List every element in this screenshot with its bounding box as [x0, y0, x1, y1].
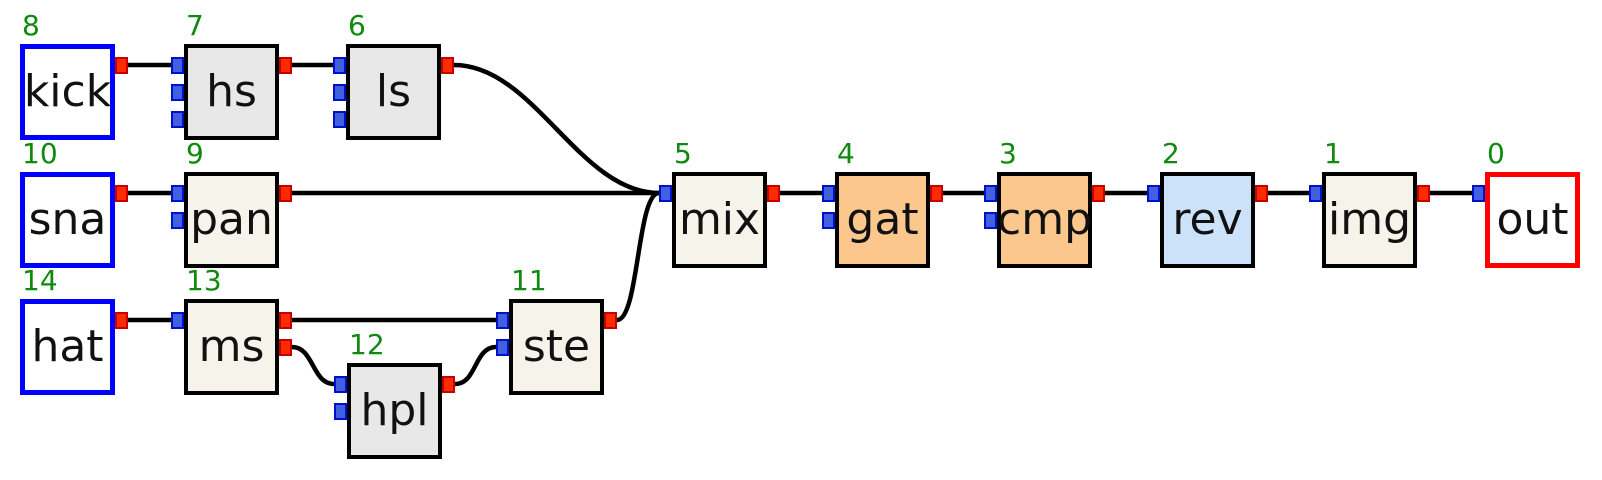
node-index-hpl: 12 [349, 328, 385, 361]
input-port-hpl-0[interactable] [334, 375, 347, 393]
output-port-ms-1[interactable] [279, 338, 292, 356]
node-img[interactable]: img [1322, 172, 1417, 268]
input-port-img-0[interactable] [1309, 184, 1322, 202]
output-port-hs-0[interactable] [279, 56, 292, 74]
node-index-gat: 4 [837, 137, 855, 170]
node-ls[interactable]: ls [346, 44, 441, 140]
node-rev[interactable]: rev [1160, 172, 1255, 268]
node-label-cmp: cmp [997, 194, 1092, 245]
output-port-hat-0[interactable] [115, 311, 128, 329]
wire-ls-to-mix[interactable] [453, 62, 660, 196]
node-label-hat: hat [31, 321, 104, 372]
input-port-pan-1[interactable] [171, 211, 184, 229]
wire-ms-to-hpl[interactable] [291, 344, 335, 387]
node-label-pan: pan [190, 194, 273, 245]
output-port-ste-0[interactable] [604, 311, 617, 329]
node-index-mix: 5 [674, 137, 692, 170]
input-port-gat-0[interactable] [822, 184, 835, 202]
output-port-pan-0[interactable] [279, 184, 292, 202]
node-hpl[interactable]: hpl [347, 363, 442, 459]
output-port-rev-0[interactable] [1255, 184, 1268, 202]
input-port-ste-1[interactable] [496, 338, 509, 356]
output-port-sna-0[interactable] [115, 184, 128, 202]
node-index-ls: 6 [348, 9, 366, 42]
input-port-hpl-1[interactable] [334, 402, 347, 420]
node-label-rev: rev [1172, 194, 1243, 245]
node-index-out: 0 [1487, 137, 1505, 170]
node-label-mix: mix [678, 194, 761, 245]
node-index-cmp: 3 [999, 137, 1017, 170]
input-port-ms-0[interactable] [171, 311, 184, 329]
node-cmp[interactable]: cmp [997, 172, 1092, 268]
node-pan[interactable]: pan [184, 172, 279, 268]
node-gat[interactable]: gat [835, 172, 930, 268]
input-port-ls-1[interactable] [333, 83, 346, 101]
output-port-kick-0[interactable] [115, 56, 128, 74]
node-mix[interactable]: mix [672, 172, 767, 268]
input-port-gat-1[interactable] [822, 211, 835, 229]
node-index-hat: 14 [22, 264, 58, 297]
node-label-kick: kick [23, 66, 112, 117]
input-port-cmp-1[interactable] [984, 211, 997, 229]
output-port-gat-0[interactable] [930, 184, 943, 202]
output-port-ls-0[interactable] [441, 56, 454, 74]
input-port-cmp-0[interactable] [984, 184, 997, 202]
node-label-out: out [1496, 194, 1569, 245]
input-port-pan-0[interactable] [171, 184, 184, 202]
node-label-hpl: hpl [360, 385, 429, 436]
node-kick[interactable]: kick [20, 44, 115, 140]
input-port-rev-0[interactable] [1147, 184, 1160, 202]
node-ste[interactable]: ste [509, 299, 604, 395]
node-label-ls: ls [375, 66, 412, 117]
node-label-sna: sna [28, 194, 107, 245]
node-index-hs: 7 [186, 9, 204, 42]
node-index-ms: 13 [186, 264, 222, 297]
node-label-ms: ms [198, 321, 265, 372]
input-port-ste-0[interactable] [496, 311, 509, 329]
node-hs[interactable]: hs [184, 44, 279, 140]
output-port-ms-0[interactable] [279, 311, 292, 329]
node-ms[interactable]: ms [184, 299, 279, 395]
node-label-hs: hs [206, 66, 257, 117]
node-out[interactable]: out [1485, 172, 1580, 268]
node-index-img: 1 [1324, 137, 1342, 170]
input-port-ls-0[interactable] [333, 56, 346, 74]
output-port-cmp-0[interactable] [1092, 184, 1105, 202]
node-hat[interactable]: hat [20, 299, 115, 395]
input-port-hs-1[interactable] [171, 83, 184, 101]
wire-hpl-to-ste[interactable] [454, 344, 497, 387]
node-label-gat: gat [846, 194, 919, 245]
node-index-ste: 11 [511, 264, 547, 297]
node-label-img: img [1327, 194, 1411, 245]
input-port-hs-0[interactable] [171, 56, 184, 74]
node-label-ste: ste [522, 321, 591, 372]
output-port-mix-0[interactable] [767, 184, 780, 202]
wire-ste-to-mix[interactable] [616, 190, 660, 323]
node-index-sna: 10 [22, 137, 58, 170]
node-index-kick: 8 [22, 9, 40, 42]
input-port-ls-2[interactable] [333, 110, 346, 128]
node-index-rev: 2 [1162, 137, 1180, 170]
node-index-pan: 9 [186, 137, 204, 170]
input-port-out-0[interactable] [1472, 184, 1485, 202]
output-port-img-0[interactable] [1417, 184, 1430, 202]
input-port-hs-2[interactable] [171, 110, 184, 128]
input-port-mix-0[interactable] [659, 184, 672, 202]
node-sna[interactable]: sna [20, 172, 115, 268]
output-port-hpl-0[interactable] [442, 375, 455, 393]
